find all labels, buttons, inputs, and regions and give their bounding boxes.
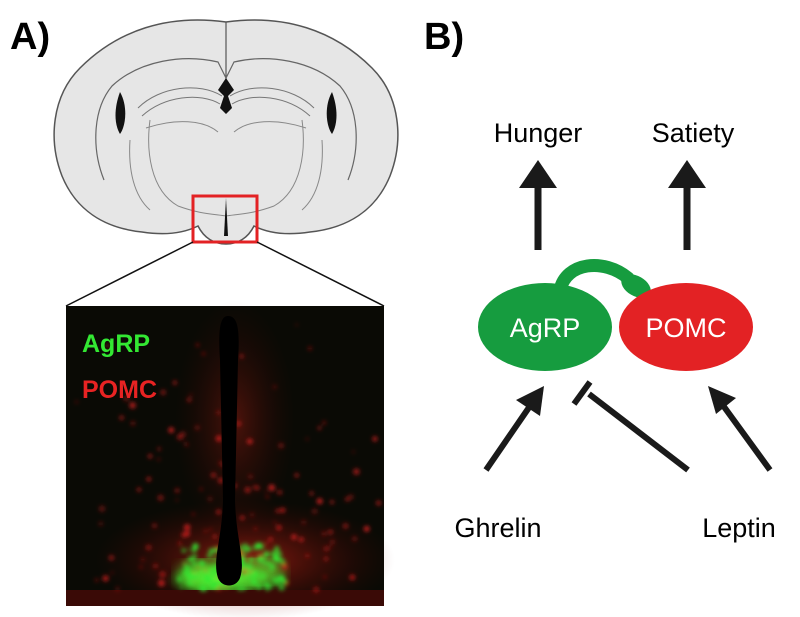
panel-b-label: B) [424, 16, 465, 58]
roi-box [191, 194, 259, 244]
panel-a-label: A) [10, 16, 51, 58]
agrp-to-pomc-connector [553, 259, 635, 297]
satiety-arrow [668, 160, 706, 250]
ghrelin-arrow [483, 386, 544, 472]
leptin-inhibit-agrp [571, 380, 690, 473]
agrp-terminal [621, 274, 651, 298]
zoom-line-right [256, 241, 385, 307]
hunger-label: Hunger [494, 118, 583, 148]
agrp-neuron-label: AgRP [510, 313, 581, 343]
zoom-line-left [65, 241, 194, 307]
pomc-neuron [619, 283, 753, 371]
micrograph-image [66, 300, 395, 617]
satiety-label: Satiety [652, 118, 735, 148]
hunger-arrow [519, 160, 557, 250]
leptin-label: Leptin [702, 513, 776, 543]
agrp-neuron [478, 283, 612, 371]
leptin-arrow [708, 386, 773, 472]
legend-pomc: POMC [82, 376, 157, 404]
legend-agrp: AgRP [82, 330, 150, 358]
ghrelin-label: Ghrelin [454, 513, 541, 543]
brain-section-drawing [53, 19, 399, 245]
pomc-neuron-label: POMC [646, 313, 727, 343]
